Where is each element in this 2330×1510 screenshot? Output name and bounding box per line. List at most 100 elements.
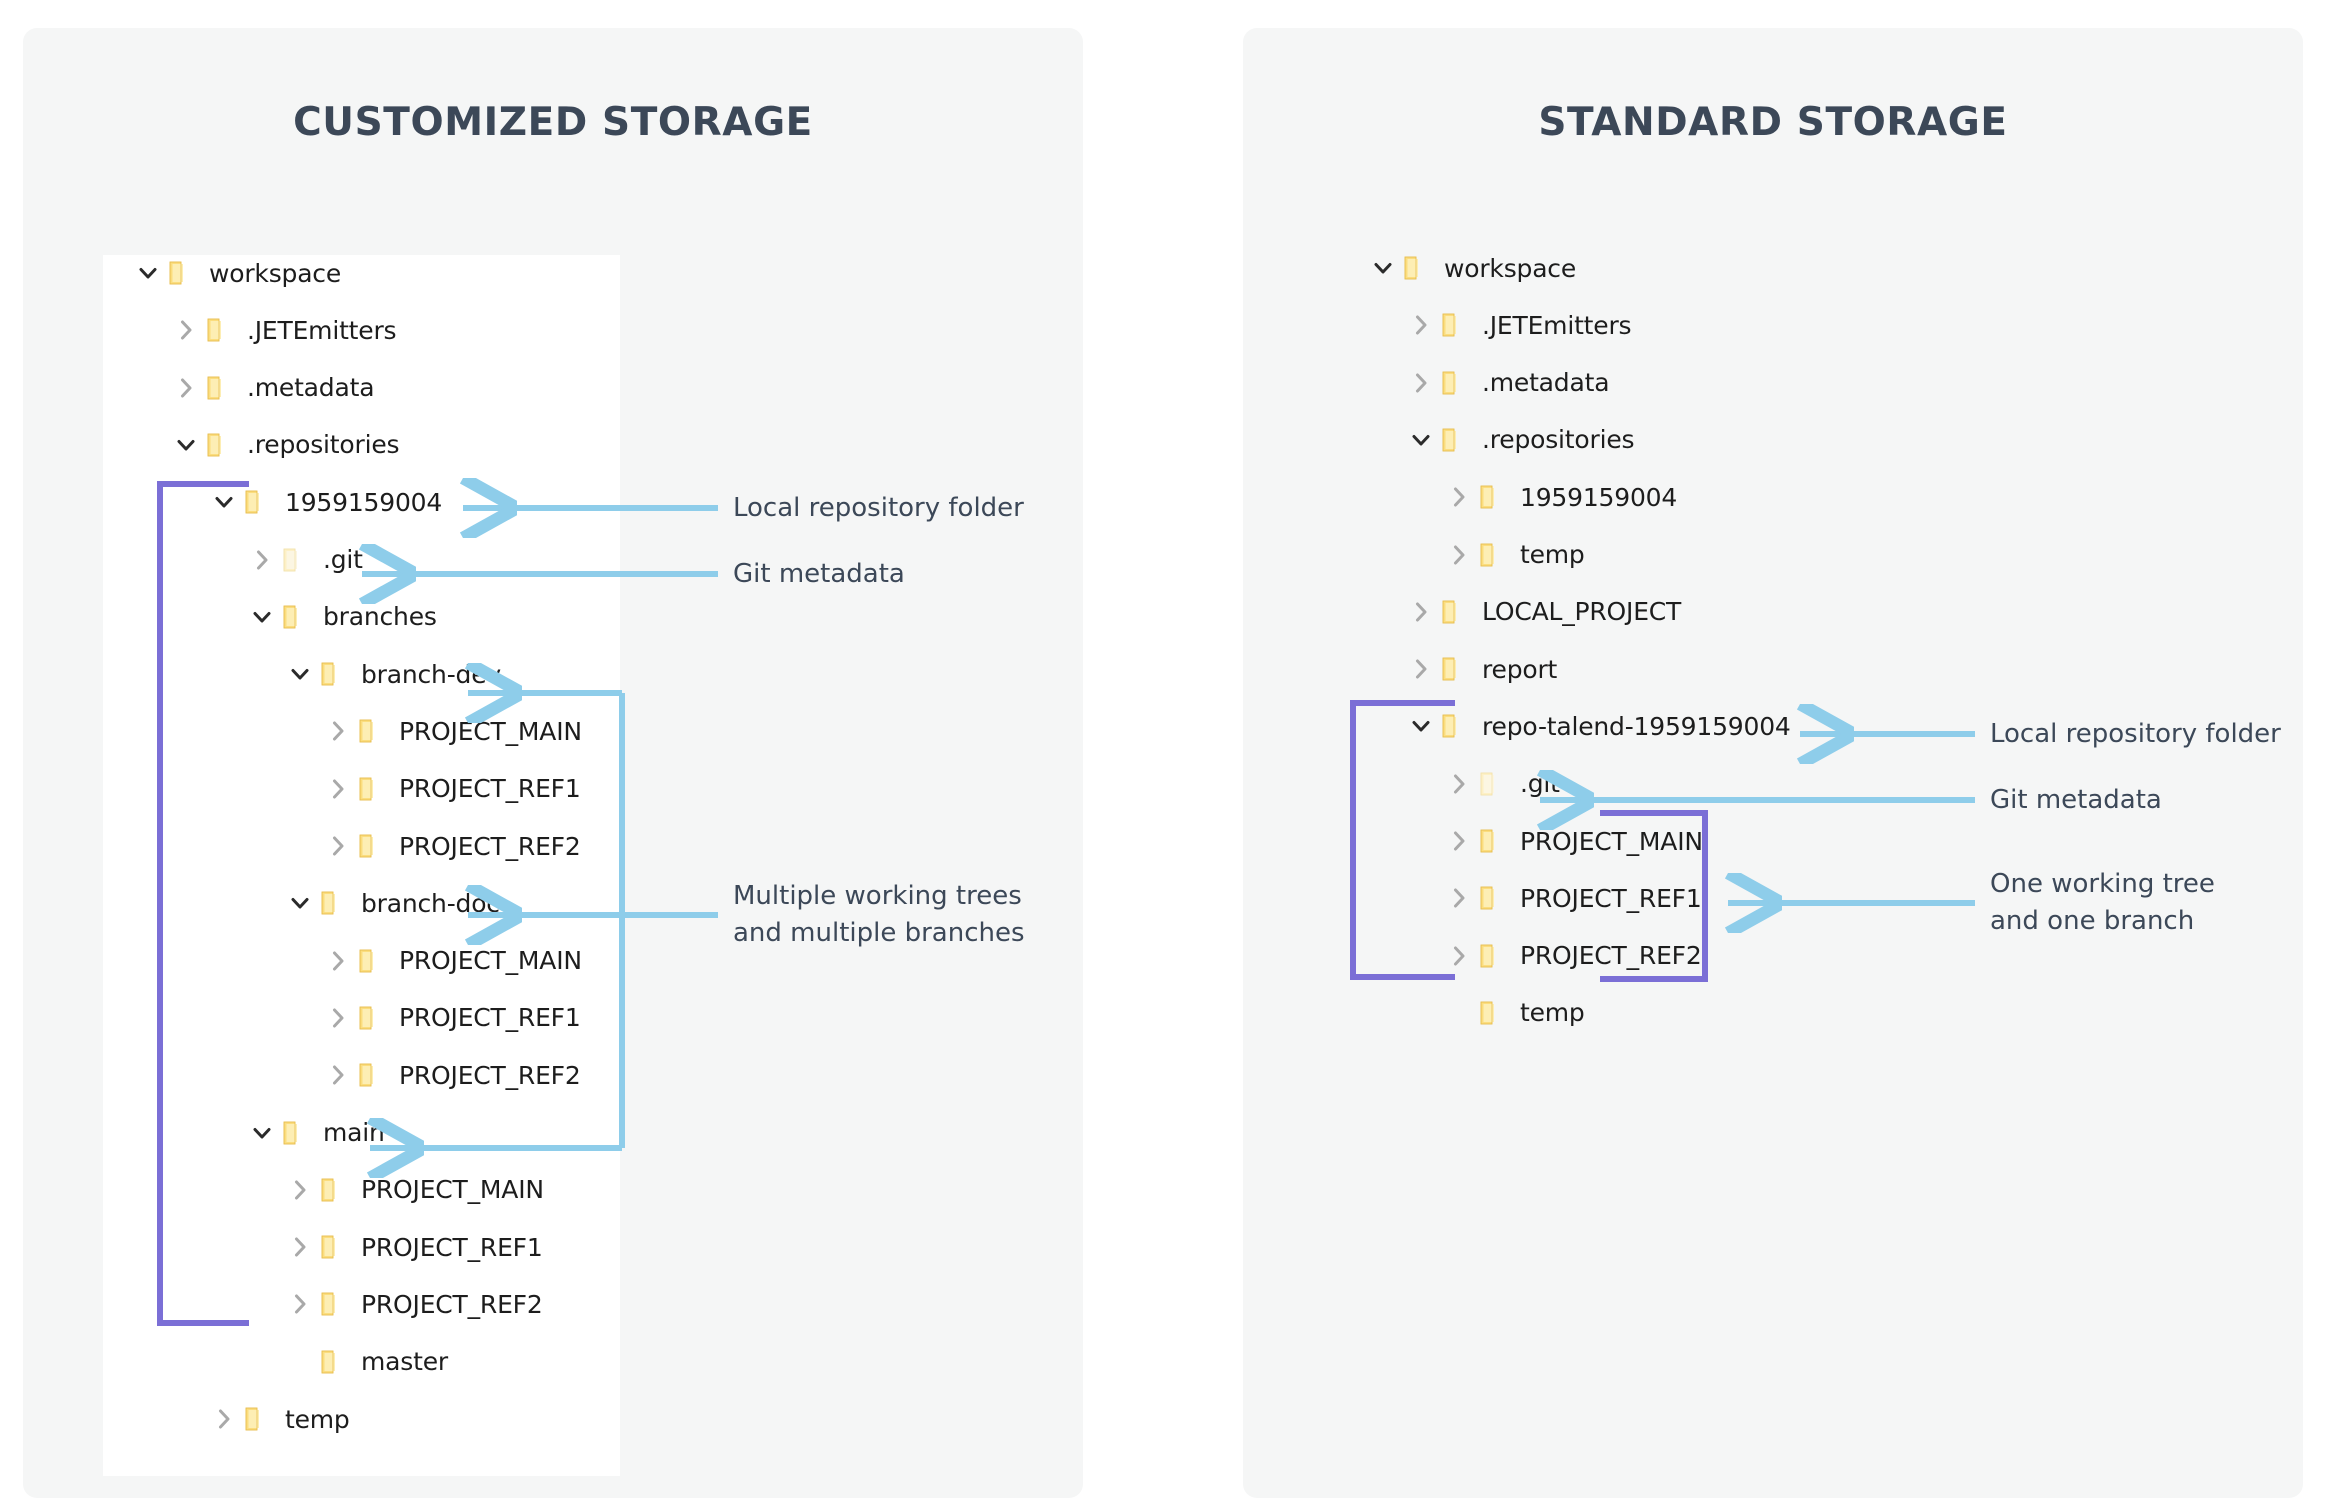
annotation-multiple-worktrees-left: Multiple working trees and multiple bran…	[733, 881, 1025, 948]
tree-row[interactable]: branch-doc	[287, 883, 500, 923]
folder-icon	[357, 1005, 387, 1031]
chevron-right-icon[interactable]	[1446, 885, 1472, 911]
tree-item-label: .JETEmitters	[1482, 310, 1632, 340]
tree-item-label: PROJECT_REF1	[399, 774, 581, 804]
tree-item-label: PROJECT_REF2	[361, 1289, 543, 1319]
annotation-git-metadata-right: Git metadata	[1990, 785, 2162, 815]
folder-icon	[1440, 656, 1470, 682]
folder-icon	[1402, 255, 1432, 281]
tree-row[interactable]: PROJECT_MAIN	[1446, 821, 1703, 861]
tree-row[interactable]: PROJECT_REF2	[325, 1055, 581, 1095]
tree-item-label: PROJECT_MAIN	[1520, 826, 1703, 856]
tree-item-label: PROJECT_REF2	[399, 1060, 581, 1090]
chevron-down-icon[interactable]	[249, 1120, 275, 1146]
tree-item-label: workspace	[1444, 253, 1577, 283]
tree-item-label: temp	[1520, 540, 1585, 569]
tree-row[interactable]: PROJECT_REF2	[325, 826, 581, 866]
folder-icon	[1440, 427, 1470, 453]
tree-item-label: .repositories	[247, 430, 400, 460]
chevron-right-icon[interactable]	[1408, 599, 1434, 625]
tree-item-label: PROJECT_REF2	[1520, 941, 1702, 971]
chevron-right-icon[interactable]	[1408, 656, 1434, 682]
chevron-down-icon[interactable]	[1408, 713, 1434, 739]
chevron-right-icon[interactable]	[211, 1406, 237, 1432]
tree-item-label: PROJECT_MAIN	[361, 1175, 544, 1205]
tree-row[interactable]: PROJECT_REF2	[287, 1284, 543, 1324]
chevron-right-icon[interactable]	[287, 1177, 313, 1203]
chevron-down-icon[interactable]	[1408, 427, 1434, 453]
panel-title-customized: CUSTOMIZED STORAGE	[293, 100, 813, 145]
tree-row[interactable]: .git	[249, 540, 363, 580]
tree-row[interactable]: repo-talend-1959159004	[1408, 706, 1791, 746]
folder-icon	[357, 1062, 387, 1088]
tree-item-label: workspace	[209, 258, 342, 288]
chevron-right-icon[interactable]	[325, 1005, 351, 1031]
tree-row[interactable]: 1959159004	[1446, 477, 1677, 517]
tree-item-label: PROJECT_MAIN	[399, 716, 582, 746]
chevron-right-icon[interactable]	[1446, 542, 1472, 568]
folder-icon	[319, 1349, 349, 1375]
annotation-one-worktree-right: One working tree and one branch	[1990, 869, 2215, 936]
tree-row[interactable]: .JETEmitters	[1408, 305, 1632, 345]
chevron-right-icon[interactable]	[1408, 312, 1434, 338]
tree-item-label: .metadata	[1482, 368, 1610, 398]
chevron-right-icon[interactable]	[1446, 771, 1472, 797]
folder-icon	[1440, 713, 1470, 739]
tree-item-label: PROJECT_REF1	[1520, 883, 1702, 913]
tree-row[interactable]: PROJECT_MAIN	[325, 941, 582, 981]
folder-icon	[1478, 1000, 1508, 1026]
tree-row[interactable]: .metadata	[173, 368, 375, 408]
tree-item-label: main	[323, 1118, 385, 1147]
tree-row[interactable]: LOCAL_PROJECT	[1408, 592, 1681, 632]
tree-row[interactable]: workspace	[1370, 248, 1576, 288]
chevron-right-icon[interactable]	[287, 1234, 313, 1260]
annotation-git-metadata-left: Git metadata	[733, 559, 905, 589]
tree-row[interactable]: .repositories	[1408, 420, 1635, 460]
tree-row[interactable]: .JETEmitters	[173, 310, 397, 350]
tree-item-label: PROJECT_MAIN	[399, 946, 582, 976]
folder-icon	[1440, 312, 1470, 338]
tree-row[interactable]: 1959159004	[211, 482, 442, 522]
chevron-right-icon[interactable]	[287, 1291, 313, 1317]
chevron-right-icon[interactable]	[173, 317, 199, 343]
chevron-down-icon[interactable]	[135, 260, 161, 286]
bracket-multiple-worktrees	[157, 481, 249, 1326]
tree-row[interactable]: branch-dev	[287, 654, 501, 694]
tree-row[interactable]: branches	[249, 597, 437, 637]
chevron-right-icon[interactable]	[325, 833, 351, 859]
tree-row[interactable]: master	[287, 1342, 448, 1382]
tree-row[interactable]: PROJECT_REF2	[1446, 936, 1702, 976]
tree-row[interactable]: main	[249, 1113, 385, 1153]
chevron-down-icon[interactable]	[287, 890, 313, 916]
tree-row[interactable]: .repositories	[173, 425, 400, 465]
tree-row[interactable]: report	[1408, 649, 1557, 689]
tree-row[interactable]: .git	[1446, 764, 1560, 804]
chevron-right-icon[interactable]	[325, 776, 351, 802]
chevron-right-icon[interactable]	[249, 547, 275, 573]
chevron-down-icon[interactable]	[287, 661, 313, 687]
tree-row[interactable]: temp	[1446, 535, 1585, 575]
tree-row[interactable]: workspace	[135, 253, 341, 293]
tree-row[interactable]: PROJECT_REF1	[325, 998, 581, 1038]
chevron-right-icon[interactable]	[1446, 943, 1472, 969]
chevron-down-icon[interactable]	[211, 489, 237, 515]
chevron-right-icon[interactable]	[1446, 828, 1472, 854]
tree-row[interactable]: PROJECT_MAIN	[325, 711, 582, 751]
tree-row[interactable]: PROJECT_MAIN	[287, 1170, 544, 1210]
tree-row[interactable]: temp	[1446, 993, 1585, 1033]
chevron-right-icon[interactable]	[325, 1062, 351, 1088]
chevron-down-icon[interactable]	[1370, 255, 1396, 281]
chevron-right-icon[interactable]	[173, 375, 199, 401]
tree-row[interactable]: PROJECT_REF1	[287, 1227, 543, 1267]
folder-icon	[1478, 885, 1508, 911]
chevron-down-icon[interactable]	[173, 432, 199, 458]
chevron-right-icon[interactable]	[1408, 370, 1434, 396]
tree-row[interactable]: PROJECT_REF1	[1446, 878, 1702, 918]
chevron-down-icon[interactable]	[249, 604, 275, 630]
tree-row[interactable]: .metadata	[1408, 363, 1610, 403]
chevron-right-icon[interactable]	[325, 718, 351, 744]
tree-row[interactable]: PROJECT_REF1	[325, 769, 581, 809]
chevron-right-icon[interactable]	[1446, 484, 1472, 510]
tree-row[interactable]: temp	[211, 1399, 350, 1439]
chevron-right-icon[interactable]	[325, 948, 351, 974]
